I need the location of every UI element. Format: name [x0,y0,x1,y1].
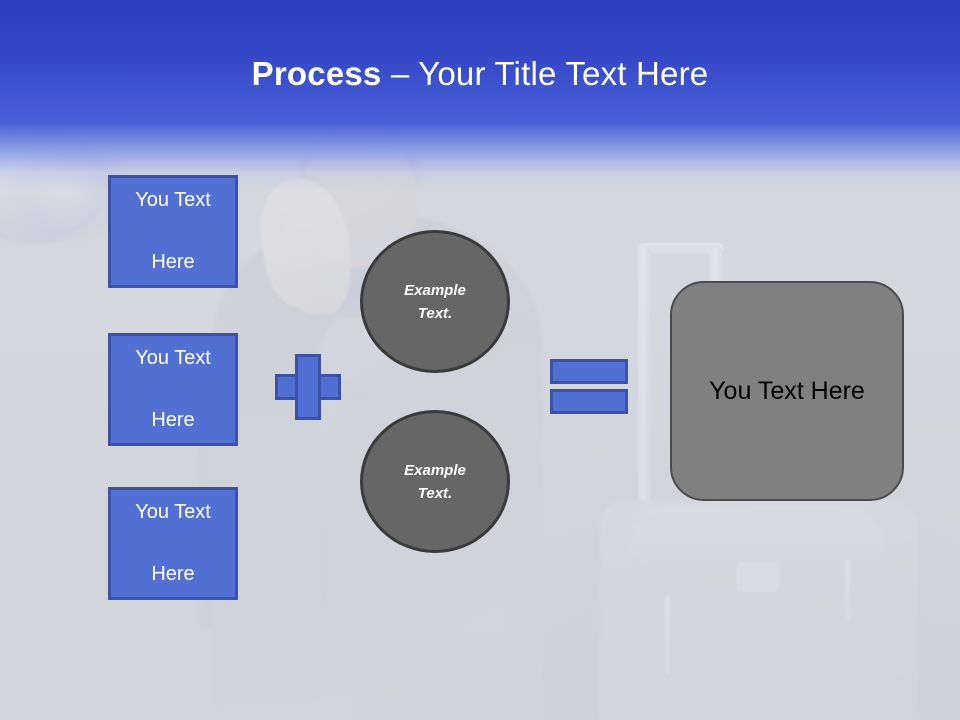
plus-icon [275,354,341,420]
example-circle-1-line2: Text. [417,304,453,322]
result-box-label: You Text Here [709,376,865,405]
equals-icon [550,359,628,414]
input-box-3-label: You Text Here [135,497,211,590]
example-circle-2-line2: Text. [417,484,453,502]
input-box-1-line2: Here [151,251,195,273]
equals-icon-bottom-bar [550,389,628,414]
example-circle-2-line1: Example [404,461,466,479]
example-circle-2-label: Example Text. [404,459,466,505]
input-box-2-label: You Text Here [135,343,211,436]
page-title-rest: – Your Title Text Here [381,55,709,92]
input-box-3-line1: You Text [135,501,211,523]
input-box-1-line1: You Text [135,189,211,211]
result-box[interactable]: You Text Here [670,281,904,501]
example-circle-2[interactable]: Example Text. [360,410,510,553]
input-box-2-line2: Here [151,409,195,431]
input-box-1-label: You Text Here [135,185,211,278]
input-box-2-line1: You Text [135,347,211,369]
page-title: Process – Your Title Text Here [0,51,960,97]
input-box-2[interactable]: You Text Here [108,333,238,446]
example-circle-1[interactable]: Example Text. [360,230,510,373]
example-circle-1-line1: Example [404,281,466,299]
input-box-1[interactable]: You Text Here [108,175,238,288]
equals-icon-top-bar [550,359,628,384]
example-circle-1-label: Example Text. [404,279,466,325]
plus-icon-center-patch [298,377,318,397]
page-title-strong: Process [251,55,382,92]
input-box-3[interactable]: You Text Here [108,487,238,600]
input-box-3-line2: Here [151,563,195,585]
